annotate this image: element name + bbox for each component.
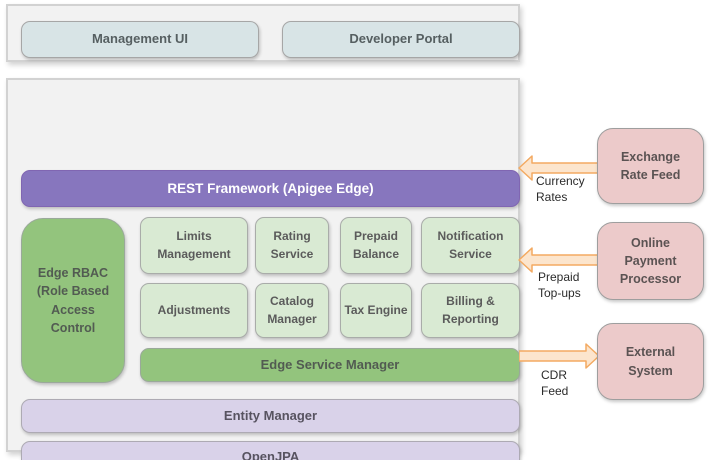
online-payment-processor-box: Online Payment Processor — [597, 222, 704, 300]
edge-rbac-label: Edge RBAC (Role Based Access Control — [36, 266, 110, 335]
catalog-manager-label: Catalog Manager — [267, 294, 317, 326]
tax-engine-box: Tax Engine — [340, 283, 412, 338]
entity-manager-label: Entity Manager — [223, 407, 318, 423]
developer-portal-label: Developer Portal — [349, 31, 453, 47]
external-system-box: External System — [597, 323, 704, 400]
tax-engine-label: Tax Engine — [344, 302, 408, 317]
notification-service-label: Notification Service — [437, 229, 504, 261]
management-ui-box: Management UI — [21, 21, 259, 58]
openjpa-box: OpenJPA — [21, 441, 520, 460]
billing-reporting-box: Billing & Reporting — [421, 283, 520, 338]
exchange-rate-feed-box: Exchange Rate Feed — [597, 128, 704, 204]
adjustments-label: Adjustments — [157, 302, 231, 317]
limits-management-box: Limits Management — [140, 217, 248, 274]
currency-rates-flow-label: Currency Rates — [536, 174, 585, 204]
prepaid-balance-label: Prepaid Balance — [352, 229, 400, 261]
billing-reporting-label: Billing & Reporting — [442, 294, 499, 326]
catalog-manager-box: Catalog Manager — [255, 283, 329, 338]
online-payment-processor-label: Online Payment Processor — [619, 235, 682, 287]
rest-framework-box: REST Framework (Apigee Edge) — [21, 170, 520, 207]
edge-service-manager-box: Edge Service Manager — [140, 348, 520, 382]
edge-rbac-box: Edge RBAC (Role Based Access Control — [21, 218, 125, 383]
client-layer-panel: Management UI Developer Portal — [6, 4, 520, 62]
adjustments-box: Adjustments — [140, 283, 248, 338]
limits-management-label: Limits Management — [157, 229, 231, 261]
management-ui-label: Management UI — [91, 31, 189, 47]
external-system-label: External System — [625, 345, 676, 378]
openjpa-label: OpenJPA — [241, 449, 300, 460]
cdr-feed-flow-label: CDR Feed — [541, 368, 569, 398]
rating-service-box: Rating Service — [255, 217, 329, 274]
rating-service-label: Rating Service — [270, 229, 314, 261]
prepaid-topups-flow-label: Prepaid Top-ups — [538, 270, 581, 300]
rest-framework-label: REST Framework (Apigee Edge) — [167, 180, 374, 196]
cdr-feed-arrow-icon — [519, 343, 600, 369]
notification-service-box: Notification Service — [421, 217, 520, 274]
developer-portal-box: Developer Portal — [282, 21, 520, 58]
edge-service-manager-label: Edge Service Manager — [260, 356, 400, 372]
prepaid-balance-box: Prepaid Balance — [340, 217, 412, 274]
exchange-rate-feed-label: Exchange Rate Feed — [620, 149, 681, 182]
entity-manager-box: Entity Manager — [21, 399, 520, 433]
edge-platform-panel: REST Framework (Apigee Edge) Edge RBAC (… — [6, 78, 520, 460]
